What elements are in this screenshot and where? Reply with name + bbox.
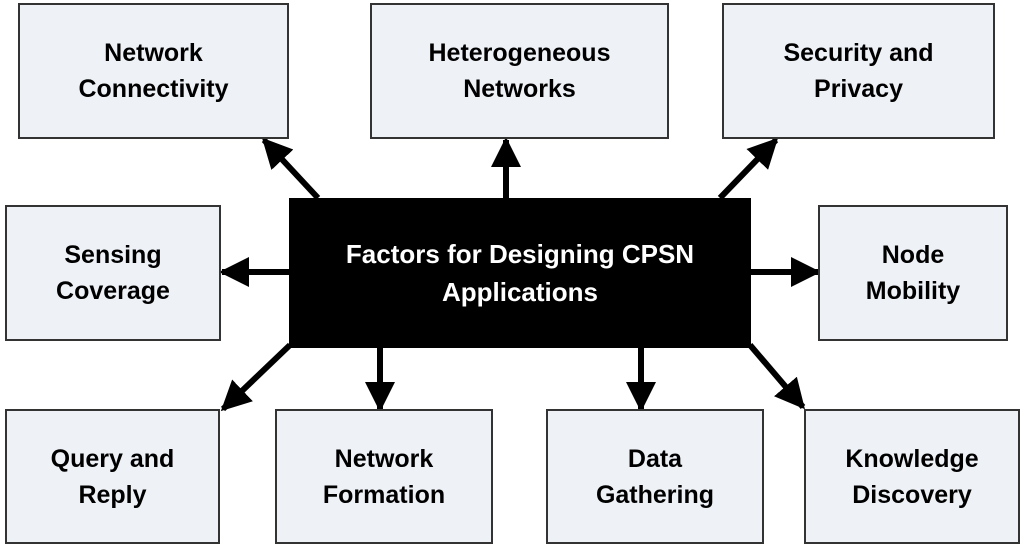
factor-node-mobility: Node Mobility (818, 205, 1008, 341)
factor-heterogeneous-networks: Heterogeneous Networks (370, 3, 669, 139)
factor-network-formation: Network Formation (275, 409, 493, 544)
arrow-to-network-connectivity (261, 137, 321, 201)
factor-data-gathering: Data Gathering (546, 409, 764, 544)
factor-network-connectivity: Network Connectivity (18, 3, 289, 139)
center-topic: Factors for Designing CPSN Applications (289, 198, 751, 348)
arrow-to-query-reply (220, 342, 293, 412)
arrow-to-security-privacy (717, 137, 779, 201)
factor-knowledge-discovery: Knowledge Discovery (804, 409, 1020, 544)
factor-security-privacy: Security and Privacy (722, 3, 995, 139)
factor-sensing-coverage: Sensing Coverage (5, 205, 221, 341)
arrow-to-knowledge-discovery (747, 343, 806, 410)
factor-query-reply: Query and Reply (5, 409, 220, 544)
